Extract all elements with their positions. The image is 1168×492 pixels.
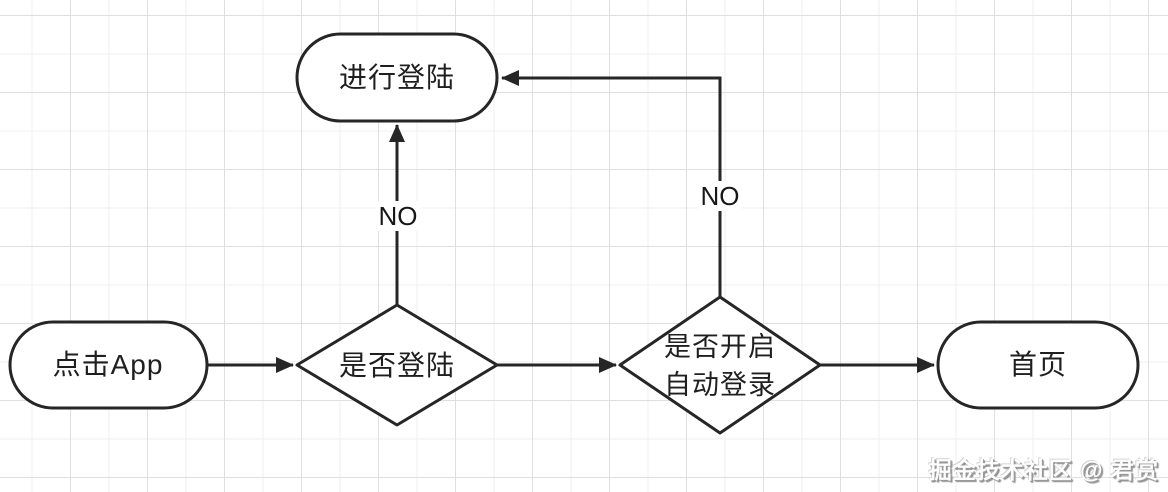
edge-auto-login-no-to-do-login xyxy=(501,70,722,297)
node-do-login-shape xyxy=(295,32,499,123)
node-is-logged-in-shape xyxy=(295,303,499,427)
node-home-shape xyxy=(936,320,1140,410)
node-click-app-shape xyxy=(8,320,209,410)
node-auto-login-shape xyxy=(618,295,822,435)
